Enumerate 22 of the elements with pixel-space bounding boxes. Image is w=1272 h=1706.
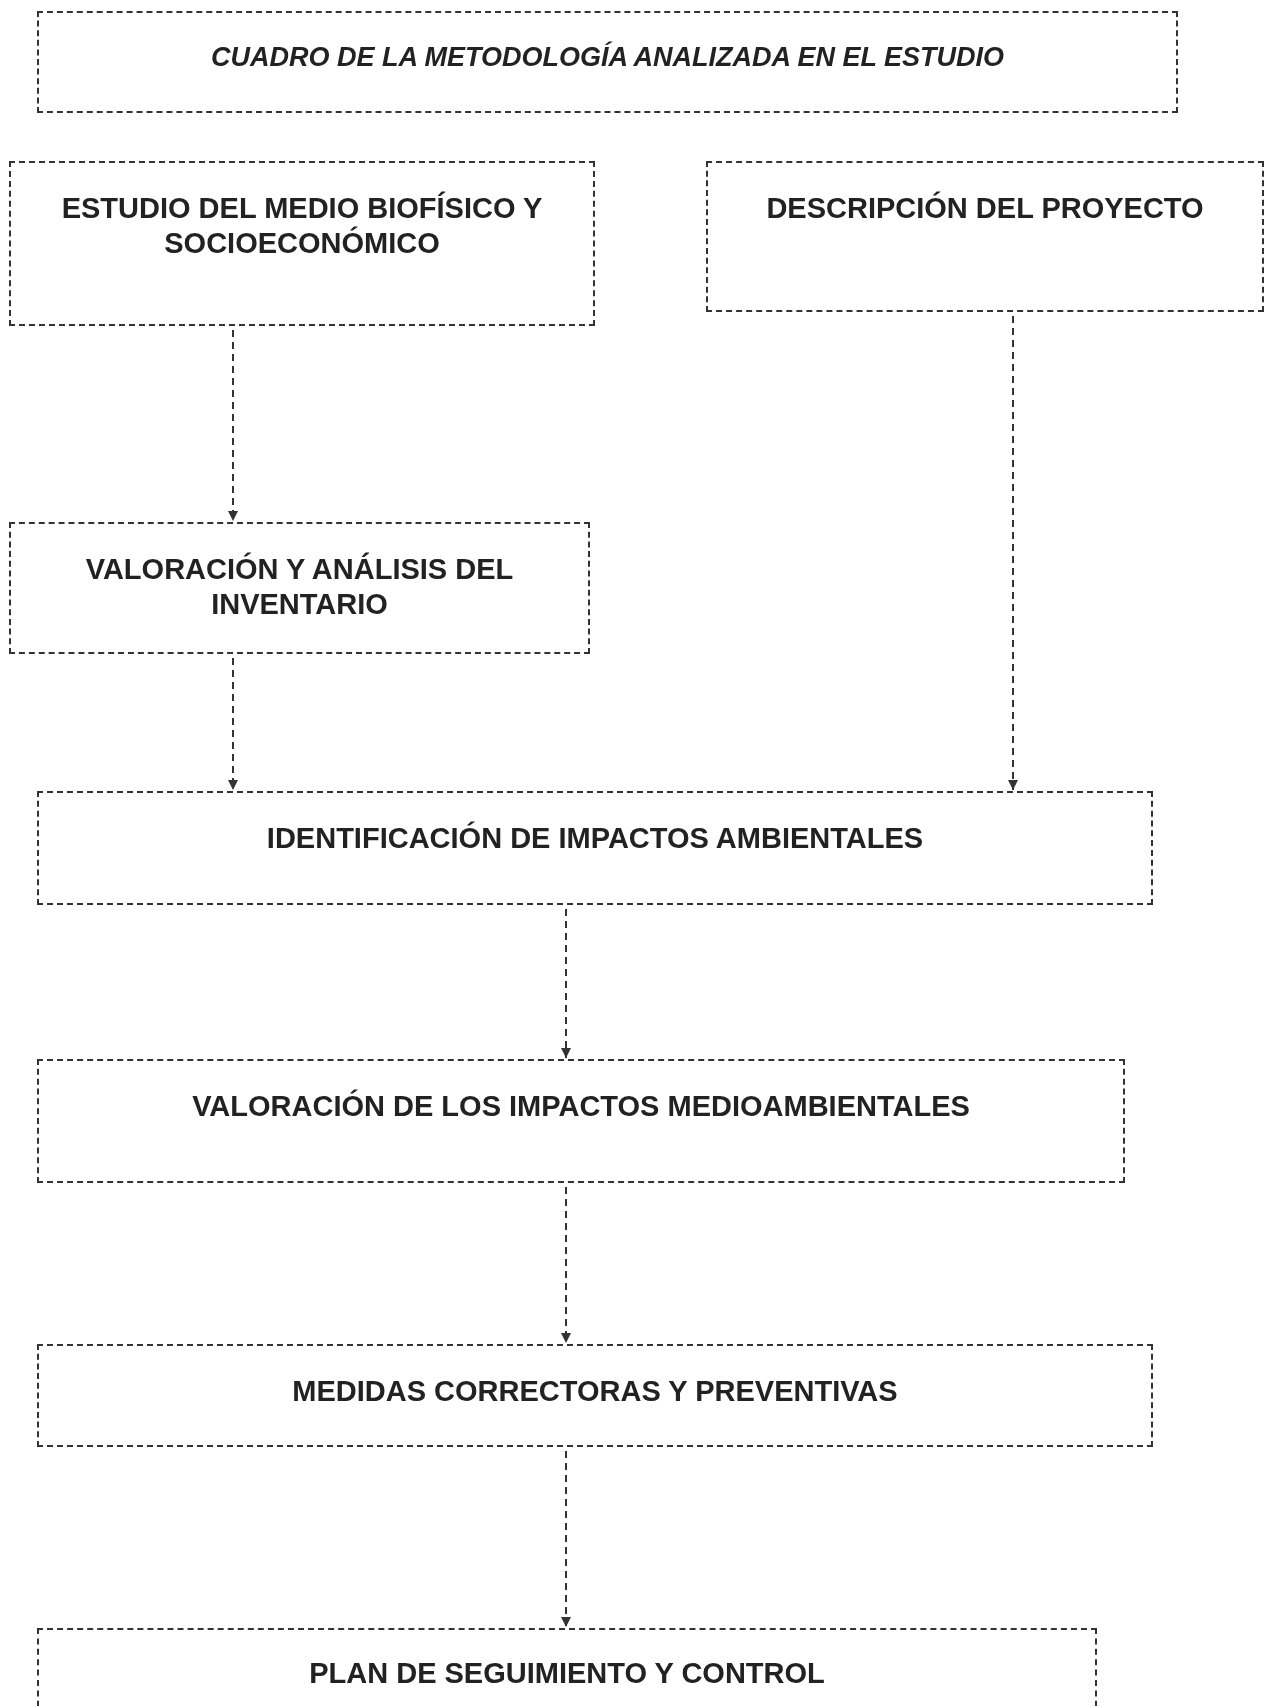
arrow [228, 329, 238, 522]
heading-box [37, 11, 1178, 113]
process-box [9, 522, 590, 654]
box-label: DESCRIPCIÓN DEL PROYECTO [766, 191, 1204, 226]
process-box [37, 1344, 1153, 1447]
arrow [228, 657, 238, 791]
arrow [1008, 315, 1018, 791]
box-label: VALORACIÓN DE LOS IMPACTOS MEDIOAMBIENTALES [192, 1089, 970, 1124]
arrow [561, 1450, 571, 1628]
box-label: CUADRO DE LA METODOLOGÍA ANALIZADA EN EL ESTUDIO [211, 41, 1004, 74]
arrow [561, 1186, 571, 1344]
process-box [9, 161, 595, 326]
process-box [37, 1059, 1125, 1183]
box-label: MEDIDAS CORRECTORAS Y PREVENTIVAS [292, 1374, 898, 1409]
process-box [37, 791, 1153, 905]
box-label: IDENTIFICACIÓN DE IMPACTOS AMBIENTALES [266, 821, 924, 856]
process-box [37, 1628, 1097, 1706]
arrow [561, 908, 571, 1059]
box-label: ESTUDIO DEL MEDIO BIOFÍSICO Y SOCIOECONÓMICO [60, 191, 544, 261]
box-label: VALORACIÓN Y ANÁLISIS DEL INVENTARIO [84, 552, 515, 622]
process-box [706, 161, 1264, 312]
box-label: PLAN DE SEGUIMIENTO Y CONTROL [309, 1656, 825, 1691]
